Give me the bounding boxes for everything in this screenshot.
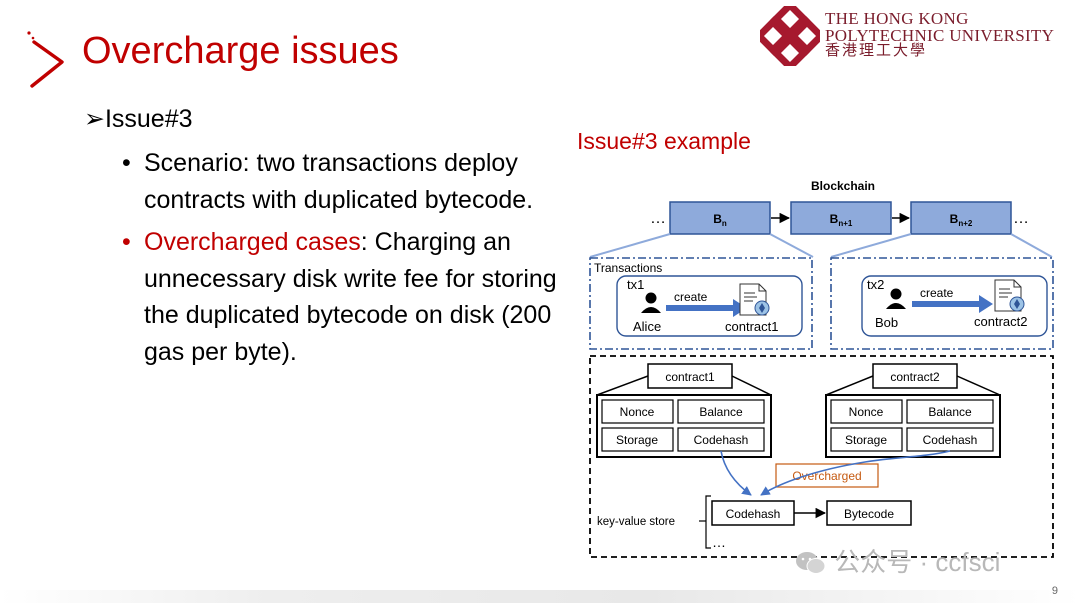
create-label-right: create — [920, 286, 954, 300]
expand-line — [769, 233, 814, 258]
nonce-field: Nonce — [849, 405, 884, 419]
block-label: B — [713, 212, 722, 226]
footer-band — [0, 590, 1080, 603]
transactions-label: Transactions — [594, 261, 662, 275]
overcharged-label: Overcharged — [792, 469, 861, 483]
svg-text:Bn+1: Bn+1 — [830, 212, 853, 228]
blockchain-label: Blockchain — [811, 179, 875, 193]
nonce-field: Nonce — [620, 405, 655, 419]
chain-ellipsis-right: … — [1013, 210, 1029, 227]
polyu-emblem-icon — [760, 6, 820, 66]
bullet-dot: • — [122, 149, 131, 177]
bullet-overcharged-highlight: Overcharged cases — [144, 228, 361, 256]
kv-value-label: Bytecode — [844, 507, 894, 521]
wechat-icon — [796, 552, 826, 574]
bullet-list: • Scenario: two transactions deploy cont… — [120, 145, 570, 376]
contract1-label: contract1 — [725, 319, 778, 334]
balance-field: Balance — [928, 405, 972, 419]
tx1-label: tx1 — [627, 277, 644, 292]
create-arrow-right — [912, 295, 993, 313]
bullet-overcharged: • Overcharged cases: Charging an unneces… — [120, 224, 570, 370]
storage-field: Storage — [616, 433, 658, 447]
block-label: B — [950, 212, 959, 226]
contract2-node-label: contract2 — [890, 370, 940, 384]
chevron-logo-icon — [27, 31, 64, 88]
block-subscript: n+2 — [958, 219, 973, 228]
example-title: Issue#3 example — [577, 128, 751, 154]
kv-more-ellipsis: … — [712, 534, 726, 550]
page-number: 9 — [1051, 585, 1058, 597]
kv-key-label: Codehash — [726, 507, 781, 521]
transactions-container-left — [589, 257, 813, 350]
issue-diagram: Blockchain … … Bn Bn+1 Bn+2 Transactions… — [589, 179, 1054, 558]
university-name-en-1: THE HONG KONG — [825, 9, 969, 28]
svg-text:Bn+2: Bn+2 — [950, 212, 973, 228]
codehash-link-arrow-left — [720, 450, 752, 496]
university-name-en-2: POLYTECHNIC UNIVERSITY — [825, 26, 1055, 45]
contract2-tree: contract2 Nonce Balance Storage Codehash — [825, 363, 1001, 458]
expand-line — [830, 233, 912, 258]
overcharged-box — [775, 463, 879, 488]
codehash-link-arrow-right — [760, 450, 951, 496]
watermark-text: 公众号 · ccfsci — [834, 547, 1001, 577]
create-label-left: create — [674, 290, 708, 304]
storage-field: Storage — [845, 433, 887, 447]
block-subscript: n+1 — [838, 219, 853, 228]
kv-bracket — [705, 495, 711, 549]
contract2-label: contract2 — [974, 314, 1027, 329]
user-icon — [886, 288, 906, 309]
user-icon — [641, 292, 661, 313]
slide-title: Overcharge issues — [82, 30, 399, 72]
contract1-tree: contract1 Nonce Balance Storage Codehash — [596, 363, 772, 458]
issue-heading: ➢Issue#3 — [84, 105, 193, 133]
transactions-container-right — [830, 257, 1054, 350]
university-name-zh: 香港理工大學 — [825, 43, 928, 59]
codehash-field: Codehash — [923, 433, 978, 447]
contract1-node-label: contract1 — [665, 370, 715, 384]
bullet-scenario-text: Scenario: two transactions deploy contra… — [144, 149, 534, 214]
tx2-label: tx2 — [867, 277, 884, 292]
bullet-dot: • — [122, 228, 131, 256]
block-n-plus-2: Bn+2 — [910, 201, 1012, 235]
university-name: THE HONG KONG POLYTECHNIC UNIVERSITY 香港理… — [825, 10, 1054, 59]
expand-line — [589, 233, 671, 258]
block-n-plus-1: Bn+1 — [790, 201, 892, 235]
codehash-field: Codehash — [694, 433, 749, 447]
contract-document-icon — [994, 279, 1025, 312]
alice-label: Alice — [633, 319, 661, 334]
contract-document-icon — [739, 283, 770, 316]
bullet-overcharged-text: : Charging an unnecessary disk write fee… — [144, 228, 557, 366]
watermark: 公众号 · ccfsci — [795, 542, 1000, 579]
chain-ellipsis-left: … — [650, 210, 666, 227]
svg-text:Bn: Bn — [713, 212, 727, 228]
kv-store-label: key-value store — [597, 516, 675, 528]
balance-field: Balance — [699, 405, 743, 419]
expand-line — [1010, 233, 1053, 258]
state-container — [589, 355, 1054, 558]
block-label: B — [830, 212, 839, 226]
create-arrow-left — [666, 299, 747, 317]
block-n: Bn — [669, 201, 771, 235]
kv-value-box — [826, 500, 912, 526]
block-subscript: n — [722, 219, 727, 228]
bullet-scenario: • Scenario: two transactions deploy cont… — [120, 145, 570, 218]
bob-label: Bob — [875, 315, 898, 330]
